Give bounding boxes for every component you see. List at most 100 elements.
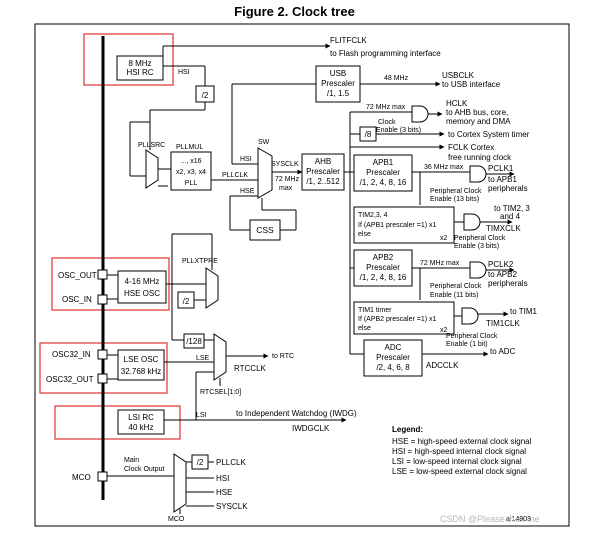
osc-in-pin [97, 294, 108, 305]
lse-osc-box [117, 349, 165, 381]
pllxtpre-label: PLLXTPRE [182, 258, 218, 265]
hclk-max: 72 MHz max [366, 104, 406, 111]
lse-label: LSE [196, 355, 210, 362]
ahb-line1: AHB [315, 157, 331, 166]
tim1-gate [461, 307, 479, 325]
periph-enable-1-line1: Peripheral Clock [446, 333, 498, 340]
rtcsel-mux [213, 333, 227, 381]
osc32-out-label: OSC32_OUT [46, 375, 94, 384]
hclk-gate [411, 105, 429, 123]
osc-in-label: OSC_IN [62, 295, 92, 304]
usb-line3: /1, 1.5 [327, 89, 350, 98]
adc-line3: /2, 4, 6, 8 [376, 363, 410, 372]
osc-out-pin [97, 269, 108, 280]
tim234-line3: else [358, 231, 371, 238]
sw-hsi-label: HSI [240, 156, 252, 163]
highlight-hsi [83, 33, 174, 86]
tim234-line2: If (APB1 prescaler =1) x1 [358, 222, 437, 229]
usb-line1: USB [330, 69, 346, 78]
sw-label: SW [258, 139, 270, 146]
hse-div2-label: /2 [183, 297, 190, 306]
hclk-desc1: to AHB bus, core, [446, 108, 508, 117]
tim1-line2: If (APB2 prescaler =1) x1 [358, 316, 437, 323]
apb1-prescaler-box [353, 154, 413, 192]
periph-enable-3-line1: Peripheral Clock [454, 235, 506, 242]
periph-enable-13-line1: Peripheral Clock [430, 188, 482, 195]
pclk2-desc2: peripherals [488, 279, 528, 288]
pclk1-gate [469, 165, 487, 183]
div128-box [183, 333, 205, 349]
mco-input-hse: HSE [216, 488, 232, 497]
lsi-label: LSI [196, 412, 207, 419]
tim234-box [353, 206, 455, 244]
usb-line2: Prescaler [321, 79, 355, 88]
fclk-desc: free running clock [448, 153, 512, 162]
legend-hse: HSE = high-speed external clock signal [392, 437, 532, 446]
apb1-line3: /1, 2, 4, 8, 16 [360, 178, 407, 187]
lsi-rc-line2: 40 kHz [129, 423, 154, 432]
periph-enable-13-line2: Enable (13 bits) [430, 196, 479, 203]
rtc-to-label: to RTC [272, 353, 294, 360]
tim1-line1: TIM1 timer [358, 307, 392, 314]
pllsrc-mux [145, 149, 159, 189]
apb2-line1: APB2 [373, 253, 394, 262]
clock-enable-line1: Clock [378, 119, 396, 126]
tim1-line4: x2 [440, 327, 448, 334]
iwdgclk-label: IWDGCLK [292, 424, 330, 433]
div128-label: /128 [186, 337, 202, 346]
pll-box [170, 151, 212, 191]
periph-enable-11-line2: Enable (11 bits) [430, 292, 479, 299]
mco-bottom-label: MCO [168, 516, 185, 523]
fclk-label: FCLK Cortex [448, 143, 494, 152]
sw-mux [257, 147, 273, 199]
pclk1-desc1: to APB1 [488, 175, 517, 184]
sysclk-freq2: max [279, 185, 293, 192]
figure-title: Figure 2. Clock tree [234, 4, 355, 19]
periph-enable-1-line2: Enable (1 bit) [446, 341, 488, 348]
osc32-in-label: OSC32_IN [52, 350, 91, 359]
adc-prescaler-box [363, 339, 423, 377]
usb-prescaler-box [315, 65, 361, 103]
clock-enable-line2: Enable (3 bits) [376, 127, 421, 134]
tim1-out2: TIM1CLK [486, 319, 520, 328]
ahb-line3: /1, 2..512 [306, 177, 340, 186]
hse-osc-line2: HSE OSC [124, 289, 160, 298]
lse-osc-line2: 32.768 kHz [121, 367, 161, 376]
legend-lse: LSE = low-speed external clock signal [392, 467, 527, 476]
usbclk-desc: to USB interface [442, 80, 501, 89]
adcclk-label: ADCCLK [426, 361, 459, 370]
mco-main-label: Main [124, 457, 139, 464]
tim234-out3: TIMXCLK [486, 224, 521, 233]
flitfclk-label: FLITFCLK [330, 36, 368, 45]
pclk2-label: PCLK2 [488, 260, 514, 269]
pllxtpre-mux [205, 267, 219, 309]
highlight-lsi [54, 405, 181, 440]
osc-out-label: OSC_OUT [58, 271, 97, 280]
pll-line3: PLL [185, 180, 198, 187]
pclk1-desc2: peripherals [488, 184, 528, 193]
pllclk-label: PLLCLK [222, 172, 248, 179]
osc32-in-pin [97, 349, 108, 360]
sysclk-label: SYSCLK [271, 161, 299, 168]
osc32-out-pin [97, 373, 108, 384]
mco-output-label: Clock Output [124, 466, 165, 473]
figure-id: ai14903 [506, 516, 531, 523]
pllmul-label: PLLMUL [176, 144, 203, 151]
apb2-line2: Prescaler [366, 263, 400, 272]
mco-div2-label: /2 [197, 458, 204, 467]
tim234-gate [463, 213, 481, 231]
hsi-rc-line2: HSI RC [126, 68, 153, 77]
apb1-line1: APB1 [373, 158, 394, 167]
div8-label: /8 [365, 130, 372, 139]
adc-line2: Prescaler [376, 353, 410, 362]
tim234-line4: x2 [440, 235, 448, 242]
rtcsel-label: RTCSEL[1:0] [200, 389, 241, 396]
legend-title: Legend: [392, 425, 423, 434]
mco-input-pllclk: PLLCLK [216, 458, 246, 467]
tim234-out1: to TIM2, 3 [494, 204, 530, 213]
mco-pin [97, 471, 108, 482]
pllsrc-label: PLLSRC [138, 142, 165, 149]
lsi-rc-line1: LSI RC [128, 413, 154, 422]
apb1-freq: 36 MHz max [424, 164, 464, 171]
